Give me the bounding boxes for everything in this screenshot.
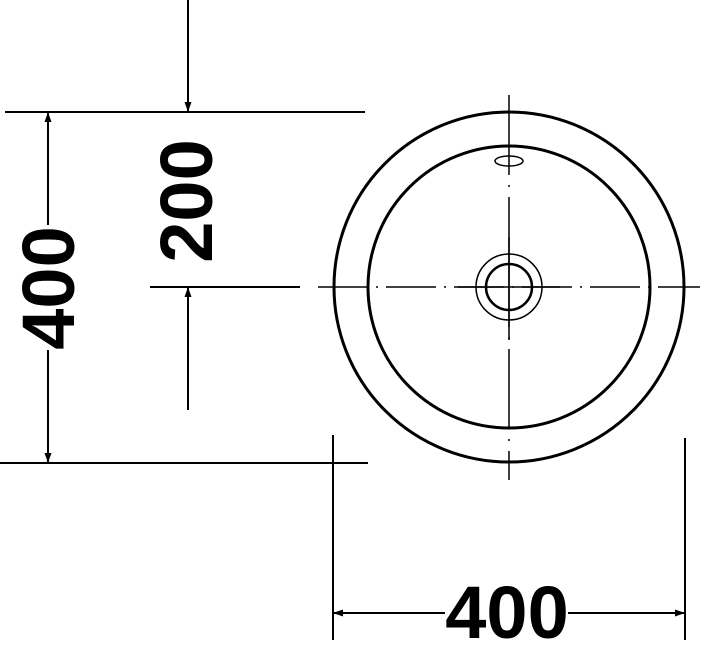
dim-label-height-400: 400 [7, 226, 90, 349]
dim-label-width-400: 400 [445, 571, 568, 654]
dim-label-200: 200 [145, 139, 228, 262]
